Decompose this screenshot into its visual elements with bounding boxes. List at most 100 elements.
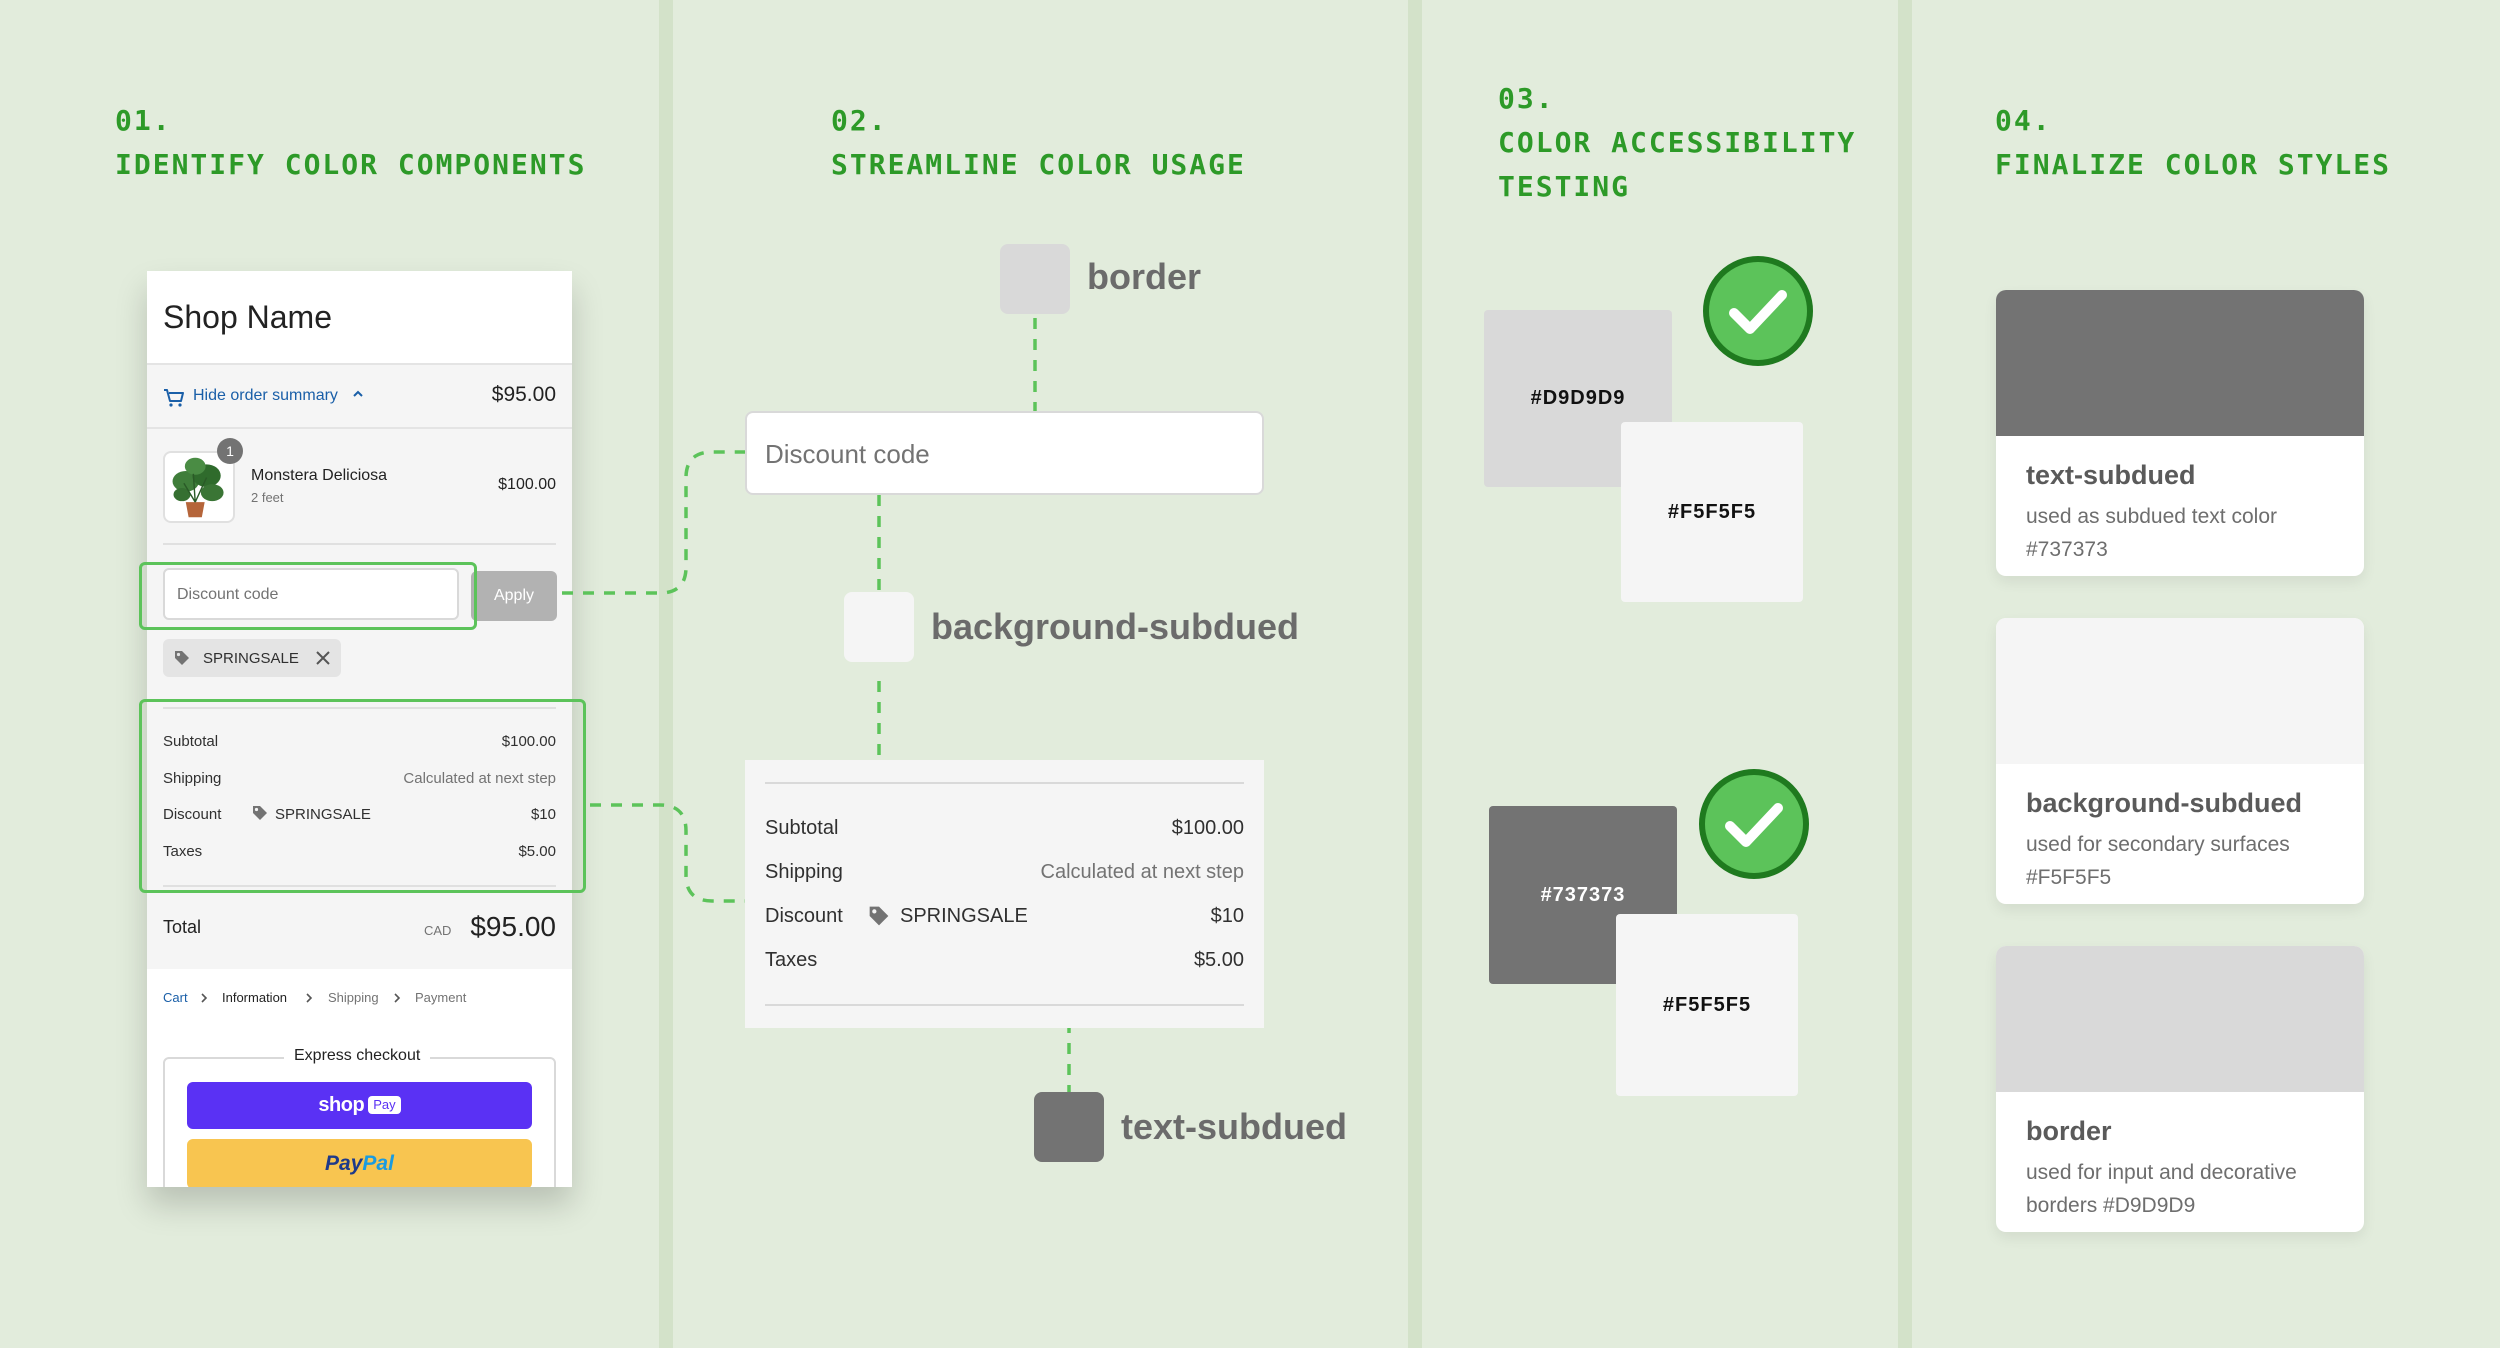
color-style-name: border	[2026, 1116, 2112, 1146]
product-price: $100.00	[498, 476, 556, 493]
discount-value: $10	[1210, 905, 1244, 927]
background-subdued-token-label: background-subdued	[931, 606, 1299, 647]
step-4-heading: 04. FINALIZE COLOR STYLES	[1995, 99, 2391, 187]
step-title-line-2: TESTING	[1498, 170, 1631, 203]
step-title-line-1: COLOR ACCESSIBILITY	[1498, 126, 1857, 159]
applied-discount-chip: SPRINGSALE	[163, 639, 341, 677]
cart-icon	[164, 389, 184, 407]
express-checkout-title: Express checkout	[284, 1047, 431, 1065]
divider	[163, 885, 556, 887]
summary-lines-highlight	[139, 699, 586, 893]
color-style-description: used as subdued text color #737373	[2026, 505, 2277, 561]
product-variant: 2 feet	[251, 490, 284, 505]
color-style-name: background-subdued	[2026, 788, 2302, 818]
color-swatch	[1996, 290, 2364, 436]
column-divider	[659, 0, 673, 1348]
color-style-description: used for secondary surfaces #F5F5F5	[2026, 833, 2290, 889]
step-2-heading: 02. STREAMLINE COLOR USAGE	[831, 99, 1246, 187]
shipping-value: Calculated at next step	[1040, 861, 1244, 883]
order-summary-total: $95.00	[491, 383, 556, 406]
color-swatch	[1996, 946, 2364, 1092]
shop-pay-badge: Pay	[368, 1096, 401, 1114]
breadcrumb-payment: Payment	[415, 990, 467, 1005]
contrast-swatch-front: #F5F5F5	[1616, 914, 1798, 1096]
border-swatch	[1000, 244, 1070, 314]
chevron-up-icon	[353, 390, 363, 397]
tag-icon	[869, 906, 889, 926]
paypal-wordmark-pal: Pal	[362, 1152, 394, 1175]
taxes-label: Taxes	[765, 949, 818, 971]
shipping-label: Shipping	[765, 861, 843, 883]
close-icon[interactable]	[315, 650, 331, 666]
text-subdued-token-label: text-subdued	[1121, 1106, 1348, 1147]
text-subdued-swatch	[1034, 1092, 1104, 1162]
order-summary-toggle[interactable]: Hide order summary $95.00	[147, 363, 572, 429]
subtotal-label: Subtotal	[163, 733, 219, 750]
color-swatch	[1996, 618, 2364, 764]
shop-name: Shop Name	[163, 299, 332, 335]
column-divider	[1408, 0, 1422, 1348]
step-number: 02.	[831, 104, 888, 137]
total-label: Total	[163, 917, 202, 937]
step-3-heading: 03. COLOR ACCESSIBILITY TESTING	[1498, 77, 1856, 209]
checkmark-icon	[1699, 769, 1809, 879]
breadcrumb-shipping: Shipping	[328, 990, 379, 1005]
step-title: STREAMLINE COLOR USAGE	[831, 148, 1246, 181]
chevron-right-icon	[306, 993, 313, 1003]
quantity-badge: 1	[217, 438, 243, 464]
shop-pay-wordmark: shop	[318, 1094, 365, 1116]
total-currency: CAD	[424, 923, 452, 938]
tag-icon	[175, 651, 189, 665]
divider	[163, 543, 556, 545]
color-style-card-background-subdued: background-subdued used for secondary su…	[1996, 618, 2364, 904]
discount-code-input-sample: Discount code	[745, 411, 1264, 495]
discount-label: Discount	[765, 905, 843, 927]
taxes-label: Taxes	[163, 843, 203, 860]
divider	[163, 707, 556, 709]
tag-icon	[253, 806, 267, 820]
paypal-button[interactable]: PayPal	[187, 1139, 532, 1187]
paypal-wordmark-pay: Pay	[325, 1152, 363, 1175]
discount-field-highlight	[139, 562, 477, 630]
contrast-swatch-front: #F5F5F5	[1621, 422, 1803, 602]
subtotal-value: $100.00	[501, 733, 556, 750]
column-divider	[1898, 0, 1912, 1348]
subtotal-value: $100.00	[1171, 817, 1244, 839]
discount-value: $10	[530, 806, 556, 823]
checkout-mockup: Shop Name Hide order summary $95.00 1 Mo…	[147, 271, 572, 1187]
border-token-label: border	[1087, 256, 1202, 297]
checkmark-icon	[1703, 256, 1813, 366]
order-summary-label: Hide order summary	[193, 387, 338, 404]
product-name: Monstera Deliciosa	[251, 467, 388, 484]
order-summary-sample: Subtotal $100.00 Shipping Calculated at …	[745, 760, 1264, 1028]
chevron-right-icon	[201, 993, 208, 1003]
applied-discount-code: SPRINGSALE	[203, 650, 299, 667]
step-number: 04.	[1995, 104, 2052, 137]
step-title: FINALIZE COLOR STYLES	[1995, 148, 2392, 181]
shipping-label: Shipping	[163, 770, 222, 787]
step-number: 03.	[1498, 82, 1555, 115]
step-title: IDENTIFY COLOR COMPONENTS	[115, 148, 587, 181]
total-amount: $95.00	[470, 911, 556, 942]
product-thumbnail	[163, 451, 235, 523]
color-style-card-text-subdued: text-subdued used as subdued text color …	[1996, 290, 2364, 576]
discount-code-text: SPRINGSALE	[900, 905, 1028, 927]
monstera-plant-image	[172, 457, 224, 518]
divider	[765, 1004, 1244, 1006]
discount-code-text: SPRINGSALE	[275, 806, 371, 823]
shipping-value: Calculated at next step	[403, 770, 556, 787]
chevron-right-icon	[394, 993, 401, 1003]
divider	[765, 782, 1244, 784]
color-style-card-border: border used for input and decorative bor…	[1996, 946, 2364, 1232]
background-subdued-swatch	[844, 592, 914, 662]
step-1-heading: 01. IDENTIFY COLOR COMPONENTS	[115, 99, 586, 187]
breadcrumb-cart[interactable]: Cart	[163, 990, 188, 1005]
taxes-value: $5.00	[518, 843, 556, 860]
discount-code-input[interactable]: Discount code	[163, 568, 459, 620]
subtotal-label: Subtotal	[765, 817, 839, 839]
color-style-name: text-subdued	[2026, 460, 2196, 490]
breadcrumb-information: Information	[222, 990, 288, 1005]
apply-button[interactable]: Apply	[471, 571, 557, 621]
color-style-description: used for input and decorative borders #D…	[2026, 1161, 2297, 1217]
